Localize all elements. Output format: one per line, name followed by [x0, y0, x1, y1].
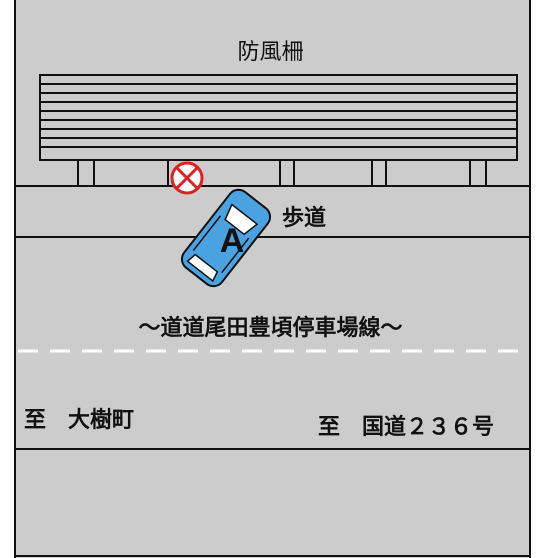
vehicle-label: A [220, 222, 245, 260]
impact-marker-icon [170, 161, 204, 195]
windbreak-fence-label: 防風柵 [237, 40, 304, 65]
direction-left-label: 至 大樹町 [24, 408, 135, 433]
windbreak-fence [39, 74, 518, 186]
direction-right-label: 至 国道２３６号 [318, 415, 495, 440]
vehicle-windshield [224, 203, 259, 236]
road-name-label: ～道道尾田豊頃停車場線～ [138, 316, 403, 341]
sidewalk-label: 歩道 [282, 206, 327, 231]
fence-posts [77, 160, 487, 186]
vehicle-rear-window [186, 253, 219, 283]
vehicle-a [180, 188, 272, 288]
